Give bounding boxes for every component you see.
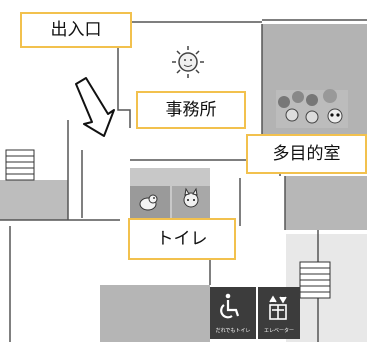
elevator-sign: [258, 287, 300, 339]
bottom-room: [100, 285, 210, 342]
wheelchair-icon: [220, 293, 240, 319]
down-arrow-icon: [75, 77, 115, 137]
entrance-label: 出入口: [20, 12, 132, 48]
bird-icon: [130, 186, 170, 218]
office-label: 事務所: [136, 91, 246, 129]
storage-area: [285, 176, 367, 230]
multipurpose-room-label: 多目的室: [246, 134, 367, 174]
accessible-toilet-sign: [210, 287, 256, 339]
cat-icon: [172, 186, 210, 218]
office-left-wall: [117, 22, 131, 128]
stairs-right: [299, 261, 331, 299]
toilet-label: トイレ: [128, 218, 236, 260]
stairs-left: [5, 149, 35, 181]
sun-icon: [172, 46, 204, 78]
animals-illustration: [276, 89, 348, 128]
left-room: [0, 180, 68, 220]
accessible-toilet-caption: だれでもトイレ: [215, 328, 251, 334]
elevator-icon: [269, 295, 287, 320]
elevator-caption: エレベーター: [263, 328, 294, 334]
